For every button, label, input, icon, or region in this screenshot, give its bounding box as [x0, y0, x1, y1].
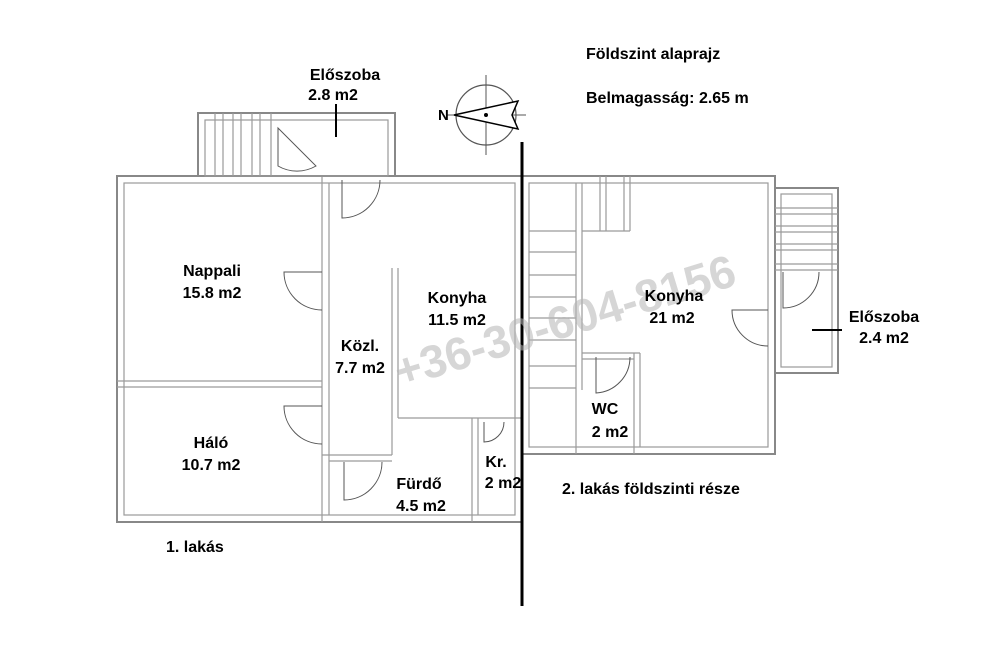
room-area-kr: 2 m2	[485, 475, 522, 492]
room-area-furdo: 4.5 m2	[396, 498, 446, 515]
plan-title: Földszint alaprajz	[586, 46, 720, 63]
room-name-nappali: Nappali	[183, 263, 241, 280]
unit2-caption: 2. lakás földszinti része	[562, 481, 740, 498]
right-annex	[774, 187, 842, 374]
room-name-eloszoba-1: Előszoba	[310, 67, 380, 84]
doors	[283, 179, 820, 501]
unit1-walls	[116, 175, 523, 523]
ceiling-height: Belmagasság: 2.65 m	[586, 90, 749, 107]
room-name-kr: Kr.	[485, 454, 506, 471]
room-name-konyha-2: Konyha	[645, 288, 704, 305]
room-name-furdo: Fürdő	[396, 476, 442, 493]
room-name-konyha-1: Konyha	[428, 290, 487, 307]
room-area-eloszoba-1: 2.8 m2	[308, 87, 358, 104]
room-area-konyha-1: 11.5 m2	[428, 312, 486, 329]
compass-north-label: N	[438, 107, 449, 124]
room-name-kozl: Közl.	[341, 338, 379, 355]
room-name-halo: Háló	[194, 435, 229, 452]
unit2-walls	[521, 175, 776, 455]
room-name-wc: WC	[592, 401, 619, 418]
unit1-caption: 1. lakás	[166, 539, 224, 556]
entrance-block	[197, 104, 396, 177]
room-area-nappali: 15.8 m2	[183, 285, 242, 302]
room-area-konyha-2: 21 m2	[649, 310, 694, 327]
room-area-eloszoba-2: 2.4 m2	[859, 330, 909, 347]
room-name-eloszoba-2: Előszoba	[849, 309, 919, 326]
compass	[446, 75, 526, 155]
room-area-wc: 2 m2	[592, 424, 629, 441]
room-area-halo: 10.7 m2	[182, 457, 241, 474]
room-area-kozl: 7.7 m2	[335, 360, 385, 377]
